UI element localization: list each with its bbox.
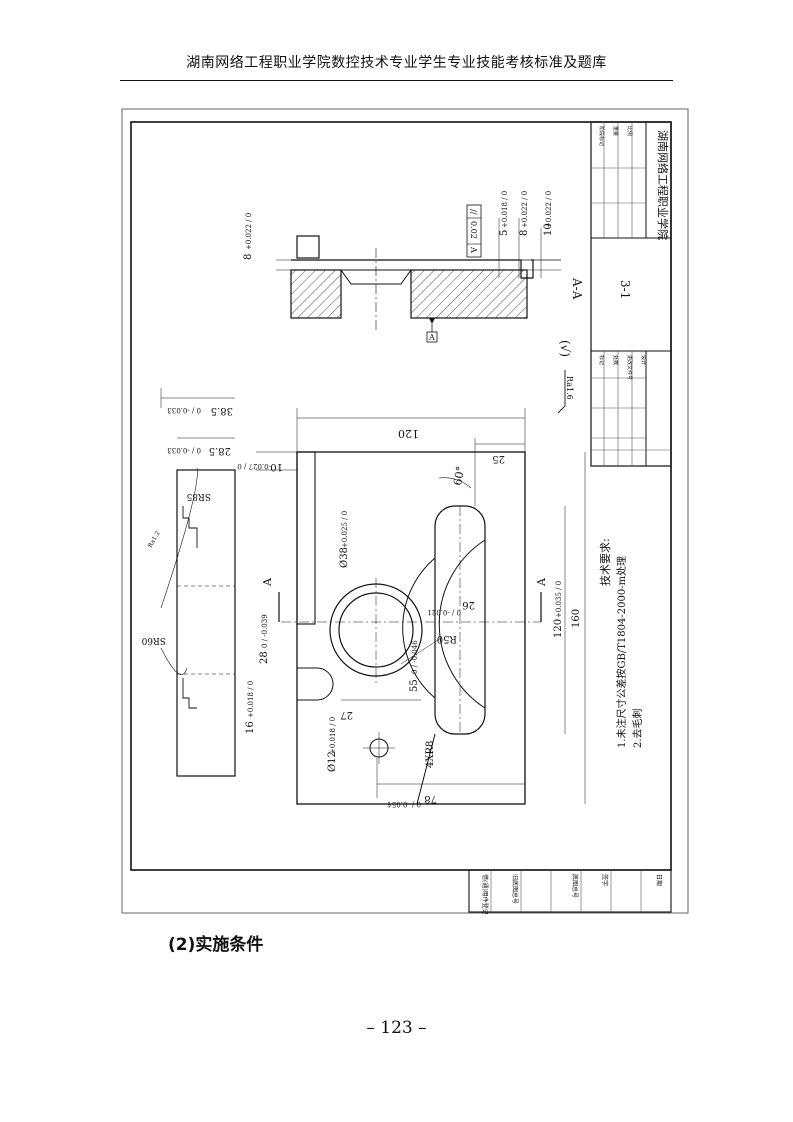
tb-cell: 比例: [626, 126, 633, 136]
dim-8-right-tol: +0.022 / 0: [521, 191, 529, 228]
dim-5: 5: [499, 230, 510, 236]
dim-10: 10: [270, 461, 283, 472]
section-view-aa: A // 0.02 A 8 +0.022 / 0 5 +0.018 / 0 8 …: [243, 191, 584, 343]
dim-sr85: SR85: [186, 491, 211, 501]
tolerance-value: 0.02: [469, 221, 478, 239]
dim-60deg: 60°: [451, 465, 467, 486]
bb-cell: 底图总号: [571, 874, 579, 898]
front-view: A A 120 25 10 -0.027 / 0 60° 160 120 +0.…: [237, 408, 586, 808]
dim-120: 120: [398, 427, 419, 440]
dim-55: 55: [409, 679, 420, 692]
dim-10-tol: -0.027 / 0: [237, 462, 271, 470]
tb-cell: 阶段标记: [598, 126, 605, 146]
dim-26: 26: [462, 599, 475, 610]
sheet-inner-frame: [130, 121, 672, 871]
dim-25: 25: [492, 453, 505, 464]
tech-req-2: 2.去毛刺: [632, 708, 644, 748]
drawing-svg: 湖南网络工程职业学院 3-1 阶段标记 重量 比例 标记 处数 更改文件号 设计…: [121, 108, 689, 915]
bottom-block: 借(通)用件登记 旧底图总号 底图总号 签字 日期: [468, 869, 672, 915]
tolerance-symbol: //: [469, 209, 478, 215]
section-heading: (2)实施条件: [168, 935, 264, 955]
dim-78: 78: [424, 793, 437, 804]
dim-8-right: 8: [519, 230, 530, 236]
header-rule: [120, 80, 673, 81]
drawing-number: 3-1: [618, 280, 632, 299]
roughness-value: Ra1.6: [565, 376, 574, 400]
dim-28-5: 28.5: [209, 445, 231, 456]
page-number: – 123 –: [366, 1018, 427, 1038]
dim-phi12-tol: +0.018 / 0: [329, 717, 337, 754]
tb-cell: 标记: [598, 355, 605, 365]
tolerance-datum: A: [469, 246, 478, 253]
dim-55-tol: 0 / -0.046: [411, 640, 419, 674]
dim-27: 27: [340, 709, 353, 720]
dim-38-5-tol: 0 / -0.033: [167, 406, 201, 414]
title-block: 湖南网络工程职业学院 3-1 阶段标记 重量 比例 标记 处数 更改文件号 设计: [590, 121, 672, 467]
dim-160: 160: [571, 609, 582, 628]
bb-cell: 签字: [601, 874, 609, 886]
section-arrow-right: A: [535, 577, 548, 587]
dim-4xr8: 4XR8: [425, 741, 436, 768]
bb-cell: 旧底图总号: [511, 874, 519, 904]
dim-ra12: Ra1.2: [147, 530, 162, 549]
dim-r50: R50: [437, 633, 457, 644]
tech-req-title: 技术要求:: [599, 538, 612, 586]
bb-cell: 借(通)用件登记: [481, 874, 489, 914]
sheet-outer-border: [121, 108, 689, 914]
dim-120-035-tol: +0.035 / 0: [555, 581, 563, 618]
dim-16-tol: +0.018 / 0: [247, 681, 255, 718]
tb-cell: 设计: [640, 355, 647, 365]
dim-phi12: Ø12: [327, 751, 338, 772]
dim-16: 16: [245, 721, 256, 734]
tb-cell: 更改文件号: [626, 355, 633, 380]
school-name: 湖南网络工程职业学院: [656, 130, 670, 240]
dim-10-right: 10: [543, 223, 554, 236]
dim-28-5-tol: 0 / -0.033: [167, 446, 201, 454]
bb-cell: 日期: [655, 874, 663, 886]
dim-120-035: 120: [553, 619, 564, 638]
dim-5-tol: +0.018 / 0: [501, 191, 509, 228]
dim-sr60: SR60: [141, 635, 166, 645]
dim-28: 28: [259, 651, 270, 664]
dim-phi38-tol: +0.025 / 0: [341, 511, 349, 548]
tech-req-1: 1.未注尺寸公差按GB/T1804-2000-m处理: [615, 556, 628, 748]
engineering-drawing: 湖南网络工程职业学院 3-1 阶段标记 重量 比例 标记 处数 更改文件号 设计…: [121, 108, 689, 915]
dim-8-top: 8: [243, 254, 254, 260]
datum-label: A: [428, 333, 435, 342]
roughness-check: (√): [558, 340, 572, 357]
side-view: 38.5 0 / -0.033 28.5 0 / -0.033 SR85 SR6…: [141, 388, 236, 777]
dim-28-tol: 0 / -0.039: [261, 614, 269, 648]
dim-38-5: 38.5: [211, 405, 233, 416]
tb-cell: 重量: [612, 126, 619, 136]
roughness-mark: Ra1.6 (√): [557, 340, 574, 414]
section-arrow-left: A: [261, 577, 274, 587]
dim-78-tol: 0 / -0.054: [387, 800, 421, 808]
technical-requirements: 技术要求: 1.未注尺寸公差按GB/T1804-2000-m处理 2.去毛刺: [599, 538, 644, 748]
page-header: 湖南网络工程职业学院数控技术专业学生专业技能考核标准及题库: [186, 55, 607, 71]
dim-phi38: Ø38: [339, 547, 350, 568]
tb-cell: 处数: [612, 355, 619, 365]
dim-26-tol: 0 / -0.021: [427, 608, 461, 616]
dim-10-right-tol: +0.022 / 0: [545, 191, 553, 228]
dim-8-top-tol: +0.022 / 0: [245, 213, 253, 250]
section-label: A-A: [570, 277, 584, 300]
